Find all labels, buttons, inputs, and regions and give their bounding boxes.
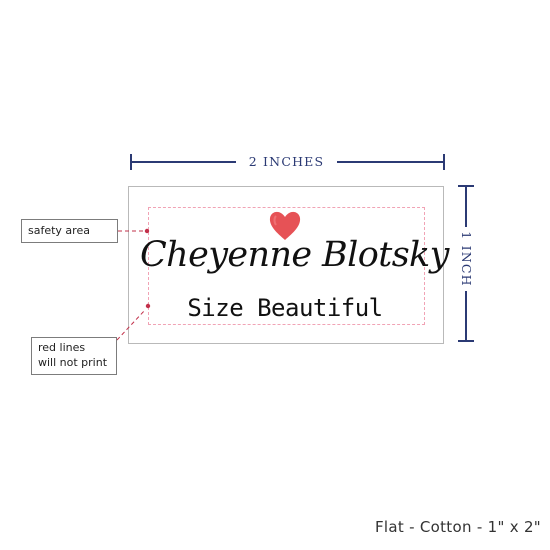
safety-area-outline: [148, 207, 425, 325]
height-dimension-top-tick: [458, 185, 474, 187]
heart-icon-shape: [269, 211, 301, 240]
red-lines-callout-line1: red lines: [38, 341, 86, 354]
heart-icon-highlight: [273, 215, 277, 226]
product-caption: Flat - Cotton - 1" x 2": [374, 518, 541, 536]
height-dimension-label: 1 INCH: [459, 231, 474, 287]
height-dimension-line-top: [465, 187, 467, 227]
width-dimension-right-tick: [443, 154, 445, 170]
width-dimension-label: 2 INCHES: [248, 154, 325, 169]
heart-icon: [269, 211, 301, 240]
red-lines-callout: red lines will not print: [31, 337, 117, 375]
width-dimension-line-left: [132, 161, 236, 163]
width-dimension: 2 INCHES: [130, 154, 445, 170]
red-lines-callout-line2: will not print: [38, 356, 108, 369]
label-subtitle-text: Size Beautiful: [187, 294, 383, 322]
height-dimension-line-bottom: [465, 291, 467, 340]
label-name-text: Cheyenne Blotsky: [140, 235, 449, 275]
label-preview: [128, 186, 444, 344]
safety-area-callout: safety area: [21, 219, 118, 243]
height-dimension-bottom-tick: [458, 340, 474, 342]
safety-area-callout-text: safety area: [28, 224, 90, 237]
height-dimension: 1 INCH: [458, 185, 474, 342]
width-dimension-left-tick: [130, 154, 132, 170]
width-dimension-line-right: [337, 161, 443, 163]
